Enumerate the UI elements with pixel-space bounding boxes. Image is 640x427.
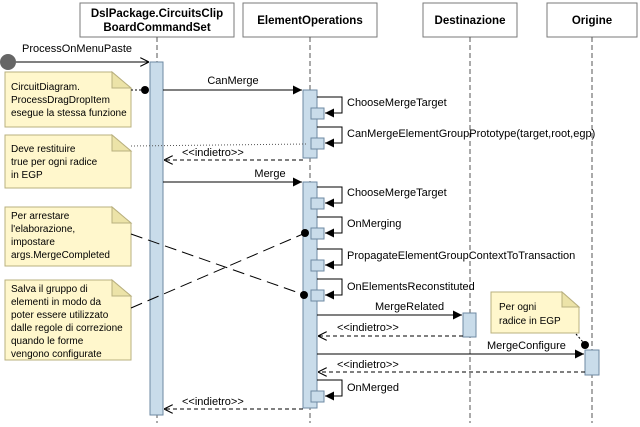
label-return-4: <<indietro>> — [182, 396, 244, 408]
lifeline-header-dest: Destinazione — [422, 2, 518, 38]
note-save-group-line3: poter essere utilizzato — [11, 310, 109, 321]
note-save-group-anchor — [301, 229, 309, 237]
lifeline-header-cmdset: DslPackage.CircuitsClip BoardCommandSet — [79, 2, 235, 38]
note-save-group-line2: elementi in modo da — [11, 297, 101, 308]
message-choose-merge-target-1 — [317, 96, 343, 118]
self-activation-canmerge-egp — [310, 137, 325, 150]
message-choose-merge-target-2 — [317, 186, 343, 208]
note-save-group: Salva il gruppo di elementi in modo da p… — [4, 278, 133, 361]
self-activation-choose-2 — [310, 197, 325, 210]
note-return-true-line2: true per ogni radice — [11, 157, 98, 168]
self-activation-onelements — [310, 289, 325, 302]
note-stop-line3: impostare — [11, 237, 55, 248]
lifeline-title-dest: Destinazione — [435, 15, 506, 27]
lifeline-title-cmdset-line2: BoardCommandSet — [103, 22, 211, 34]
note-per-root-line2: radice in EGP — [499, 316, 561, 327]
label-return-1: <<indietro>> — [182, 147, 244, 159]
message-on-elements-reconstituted — [317, 278, 343, 300]
note-return-true-line1: Deve restituire — [11, 144, 76, 155]
note-save-group-line4: dalle regole di correzione — [11, 323, 123, 334]
label-return-3: <<indietro>> — [337, 359, 399, 371]
self-activation-propagate — [310, 259, 325, 272]
label-can-merge: CanMerge — [207, 75, 258, 87]
note-save-group-line1: Salva il gruppo di — [11, 284, 88, 295]
note-drag-drop: CircuitDiagram. ProcessDragDropItem eseg… — [4, 70, 133, 128]
label-process-on-menu-paste: ProcessOnMenuPaste — [22, 43, 132, 55]
lifeline-header-orig: Origine — [546, 2, 638, 38]
note-save-group-connector — [130, 233, 304, 309]
note-stop-connector — [130, 233, 303, 295]
found-message-dot — [0, 54, 16, 70]
activation-orig — [584, 349, 600, 376]
note-per-root-connector — [575, 333, 584, 343]
note-return-true-line3: in EGP — [11, 170, 43, 181]
lifeline-header-elemops: ElementOperations — [242, 2, 378, 38]
lifeline-title-elemops: ElementOperations — [257, 15, 362, 27]
note-drag-drop-line3: esegue la stessa funzione — [11, 108, 127, 119]
note-return-true: Deve restituire true per ogni radice in … — [4, 133, 133, 189]
note-drag-drop-line1: CircuitDiagram. — [11, 82, 80, 93]
note-stop-line4: args.MergeCompleted — [11, 250, 110, 261]
label-choose-merge-target-1: ChooseMergeTarget — [347, 97, 447, 109]
note-stop-line2: l'elaborazione, — [11, 224, 75, 235]
label-on-elements-reconstituted: OnElementsReconstituted — [347, 281, 475, 293]
note-per-root-line1: Per ogni — [499, 302, 536, 313]
label-can-merge-egp: CanMergeElementGroupPrototype(target,roo… — [347, 128, 595, 140]
activation-dest — [462, 312, 477, 338]
note-drag-drop-line2: ProcessDragDropItem — [11, 95, 110, 106]
label-choose-merge-target-2: ChooseMergeTarget — [347, 187, 447, 199]
message-on-merged — [317, 379, 343, 401]
label-on-merged: OnMerged — [347, 382, 399, 394]
label-merge: Merge — [254, 168, 285, 180]
note-save-group-line6: vengono configurate — [11, 349, 102, 360]
note-save-group-line5: quando le forme — [11, 336, 84, 347]
lifeline-title-cmdset-line1: DslPackage.CircuitsClip — [91, 8, 223, 20]
note-drag-drop-anchor — [141, 86, 149, 94]
message-can-merge-egp — [317, 126, 343, 148]
self-activation-onmerging — [310, 227, 325, 240]
label-on-merging: OnMerging — [347, 218, 401, 230]
label-merge-configure: MergeConfigure — [487, 340, 566, 352]
note-per-root-anchor — [581, 341, 589, 349]
activation-cmdset — [149, 61, 164, 416]
message-propagate — [317, 248, 343, 270]
self-activation-choose-1 — [310, 107, 325, 120]
label-merge-related: MergeRelated — [375, 301, 444, 313]
message-on-merging — [317, 216, 343, 238]
note-per-root: Per ogni radice in EGP — [490, 290, 581, 334]
note-stop-line1: Per arrestare — [11, 211, 70, 222]
note-stop: Per arrestare l'elaborazione, impostare … — [4, 205, 133, 267]
self-activation-onmerged — [310, 390, 325, 403]
lifeline-title-orig: Origine — [572, 15, 612, 27]
label-propagate: PropagateElementGroupContextToTransactio… — [347, 250, 575, 262]
label-return-2: <<indietro>> — [337, 322, 399, 334]
note-stop-anchor — [300, 291, 308, 299]
